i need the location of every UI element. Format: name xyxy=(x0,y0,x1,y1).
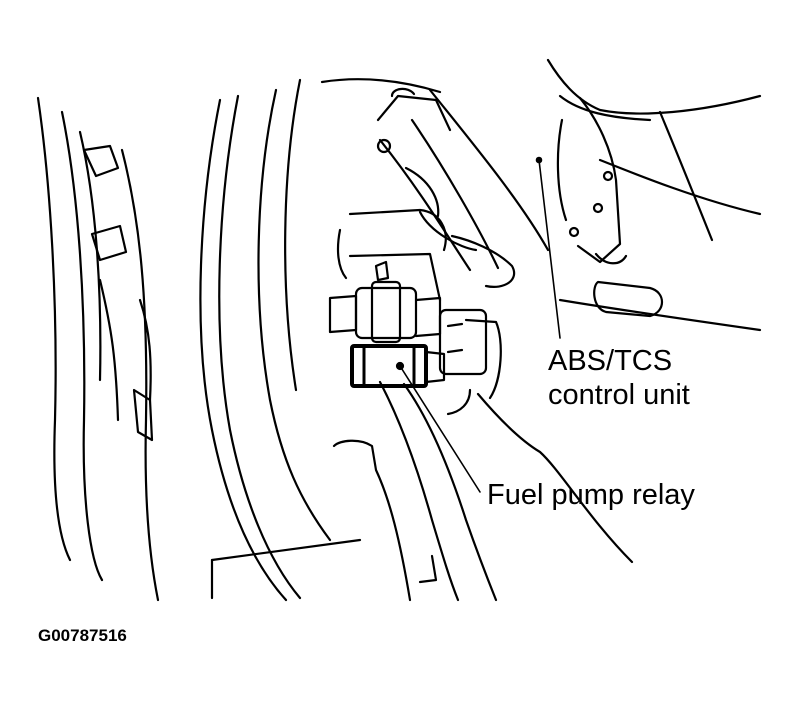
abs-tcs-callout: ABS/TCS control unit xyxy=(548,344,690,412)
abs-tcs-label-line2: control unit xyxy=(548,379,690,411)
abs-tcs-control-unit xyxy=(328,280,488,376)
abs-tcs-label-line1: ABS/TCS xyxy=(548,345,673,377)
fuel-leader-line xyxy=(399,365,481,493)
upper-body-panel xyxy=(320,58,762,332)
figure-id: G00787516 xyxy=(38,626,127,645)
relay-bracket xyxy=(336,208,502,416)
abs-bracket xyxy=(556,96,664,318)
hose-assembly xyxy=(376,87,516,288)
left-strut-structure xyxy=(36,96,160,602)
lower-frame xyxy=(210,380,634,602)
fuel-pump-relay-callout: Fuel pump relay xyxy=(487,479,695,511)
wheel-arch xyxy=(199,78,332,602)
fuel-pump-relay xyxy=(350,344,446,388)
abs-leader-line xyxy=(538,159,561,339)
leader-lines xyxy=(399,156,561,493)
